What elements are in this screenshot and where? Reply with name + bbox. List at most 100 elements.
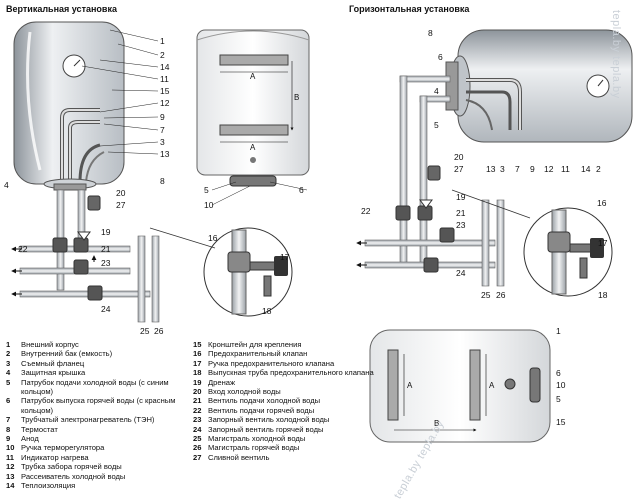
- legend-number: 21: [193, 396, 202, 406]
- legend-text: Кронштейн для крепления: [208, 340, 302, 349]
- callout-19: 19: [456, 192, 466, 202]
- callout-5: 5: [434, 120, 439, 130]
- callout-21: 21: [101, 244, 111, 254]
- leader-line: [103, 116, 159, 119]
- leader-line: [109, 29, 159, 42]
- leader-line: [99, 102, 159, 113]
- callout-1: 1: [556, 326, 561, 336]
- dim-b: B: [294, 93, 299, 102]
- legend-number: 19: [193, 377, 202, 387]
- legend-item: 19 Дренаж: [193, 378, 393, 387]
- legend-number: 14: [6, 481, 15, 491]
- legend-item: 24 Запорный вентиль горячей воды: [193, 425, 393, 434]
- callout-23: 23: [101, 258, 111, 268]
- legend-number: 26: [193, 443, 202, 453]
- legend-number: 1: [6, 340, 11, 349]
- vertical-valve-detail: [149, 227, 293, 317]
- legend-item: 1 Внешний корпус: [6, 340, 191, 349]
- callout-4: 4: [4, 180, 9, 190]
- callout-8: 8: [428, 28, 433, 38]
- legend-text: Сливной вентиль: [208, 452, 270, 462]
- callout-18: 18: [262, 306, 272, 316]
- legend-text: Анод: [21, 434, 39, 444]
- legend-number: 12: [6, 462, 15, 472]
- legend-number: 2: [6, 349, 11, 359]
- callout-23: 23: [456, 220, 466, 230]
- legend-number: 25: [193, 434, 202, 444]
- legend-item: 27 Сливной вентиль: [193, 453, 393, 462]
- leader-line: [81, 65, 159, 80]
- legend-item: 5 Патрубок подачи холодной воды (с синим …: [6, 378, 191, 397]
- leader-line: [211, 185, 251, 206]
- legend-number: 24: [193, 424, 202, 434]
- legend-number: 3: [6, 358, 11, 368]
- callout-25: 25: [481, 290, 491, 300]
- callout-11: 11: [561, 164, 570, 174]
- leader-line: [99, 141, 159, 147]
- legend-text: Внешний корпус: [21, 340, 79, 349]
- legend-text: Дренаж: [208, 377, 236, 387]
- legend-item: 2 Внутренний бак (емкость): [6, 349, 191, 358]
- callout-16: 16: [208, 233, 218, 243]
- legend-number: 13: [6, 471, 15, 481]
- leader-line: [111, 89, 159, 92]
- callout-9: 9: [530, 164, 535, 174]
- dim-a-bottom: A: [250, 143, 256, 152]
- callout-2: 2: [596, 164, 601, 174]
- callout-21: 21: [456, 208, 466, 218]
- legend-text: Ручка терморегулятора: [21, 443, 105, 453]
- legend-text: Вход холодной воды: [208, 387, 281, 397]
- legend-text: Трубчатый электронагреватель (ТЭН): [21, 415, 155, 425]
- callout-25: 25: [140, 326, 150, 336]
- legend-text: Предохранительный клапан: [208, 349, 308, 359]
- legend-text: Запорный вентиль горячей воды: [208, 424, 324, 434]
- legend-text: Выпускная труба предохранительного клапа…: [208, 368, 374, 378]
- callout-26: 26: [154, 326, 164, 336]
- callout-15: 15: [556, 417, 566, 427]
- callout-18: 18: [598, 290, 608, 300]
- callout-11: 11: [160, 74, 169, 84]
- callout-8: 8: [160, 176, 165, 186]
- leader-line: [269, 181, 308, 191]
- callout-12: 12: [544, 164, 554, 174]
- callout-24: 24: [101, 304, 111, 314]
- watermark-top: tepla.by tepla.by: [610, 10, 622, 99]
- legend-text: Патрубок выпуска горячей воды (с красным…: [21, 396, 176, 415]
- callout-20: 20: [454, 152, 464, 162]
- dim-a-right: A: [489, 381, 495, 390]
- callout-9: 9: [160, 112, 165, 122]
- callout-2: 2: [160, 50, 165, 60]
- legend-text: Патрубок подачи холодной воды (с синим к…: [21, 377, 169, 397]
- callout-17: 17: [598, 238, 608, 248]
- legend-item: 10 Ручка терморегулятора: [6, 443, 191, 452]
- legend-number: 5: [6, 377, 11, 387]
- legend-text: Вентиль подачи холодной воды: [208, 396, 321, 406]
- callout-24: 24: [456, 268, 466, 278]
- legend-number: 20: [193, 387, 202, 397]
- callout-20: 20: [116, 188, 126, 198]
- legend-text: Внутренний бак (емкость): [21, 349, 113, 359]
- legend-number: 11: [6, 452, 15, 462]
- legend-text: Магистраль холодной воды: [208, 434, 306, 444]
- vertical-back-view: A A B: [196, 29, 310, 187]
- callout-1: 1: [160, 36, 165, 46]
- legend-number: 10: [6, 443, 15, 453]
- leader-line: [117, 43, 159, 56]
- callout-17: 17: [280, 252, 290, 262]
- callout-14: 14: [160, 62, 170, 72]
- dim-a-left: A: [407, 381, 413, 390]
- dim-a-top: A: [250, 72, 256, 81]
- dim-b-horizontal: B: [434, 419, 439, 428]
- vertical-plumbing: [11, 189, 160, 323]
- legend-number: 27: [193, 452, 202, 462]
- legend-text: Ручка предохранительного клапана: [208, 358, 335, 368]
